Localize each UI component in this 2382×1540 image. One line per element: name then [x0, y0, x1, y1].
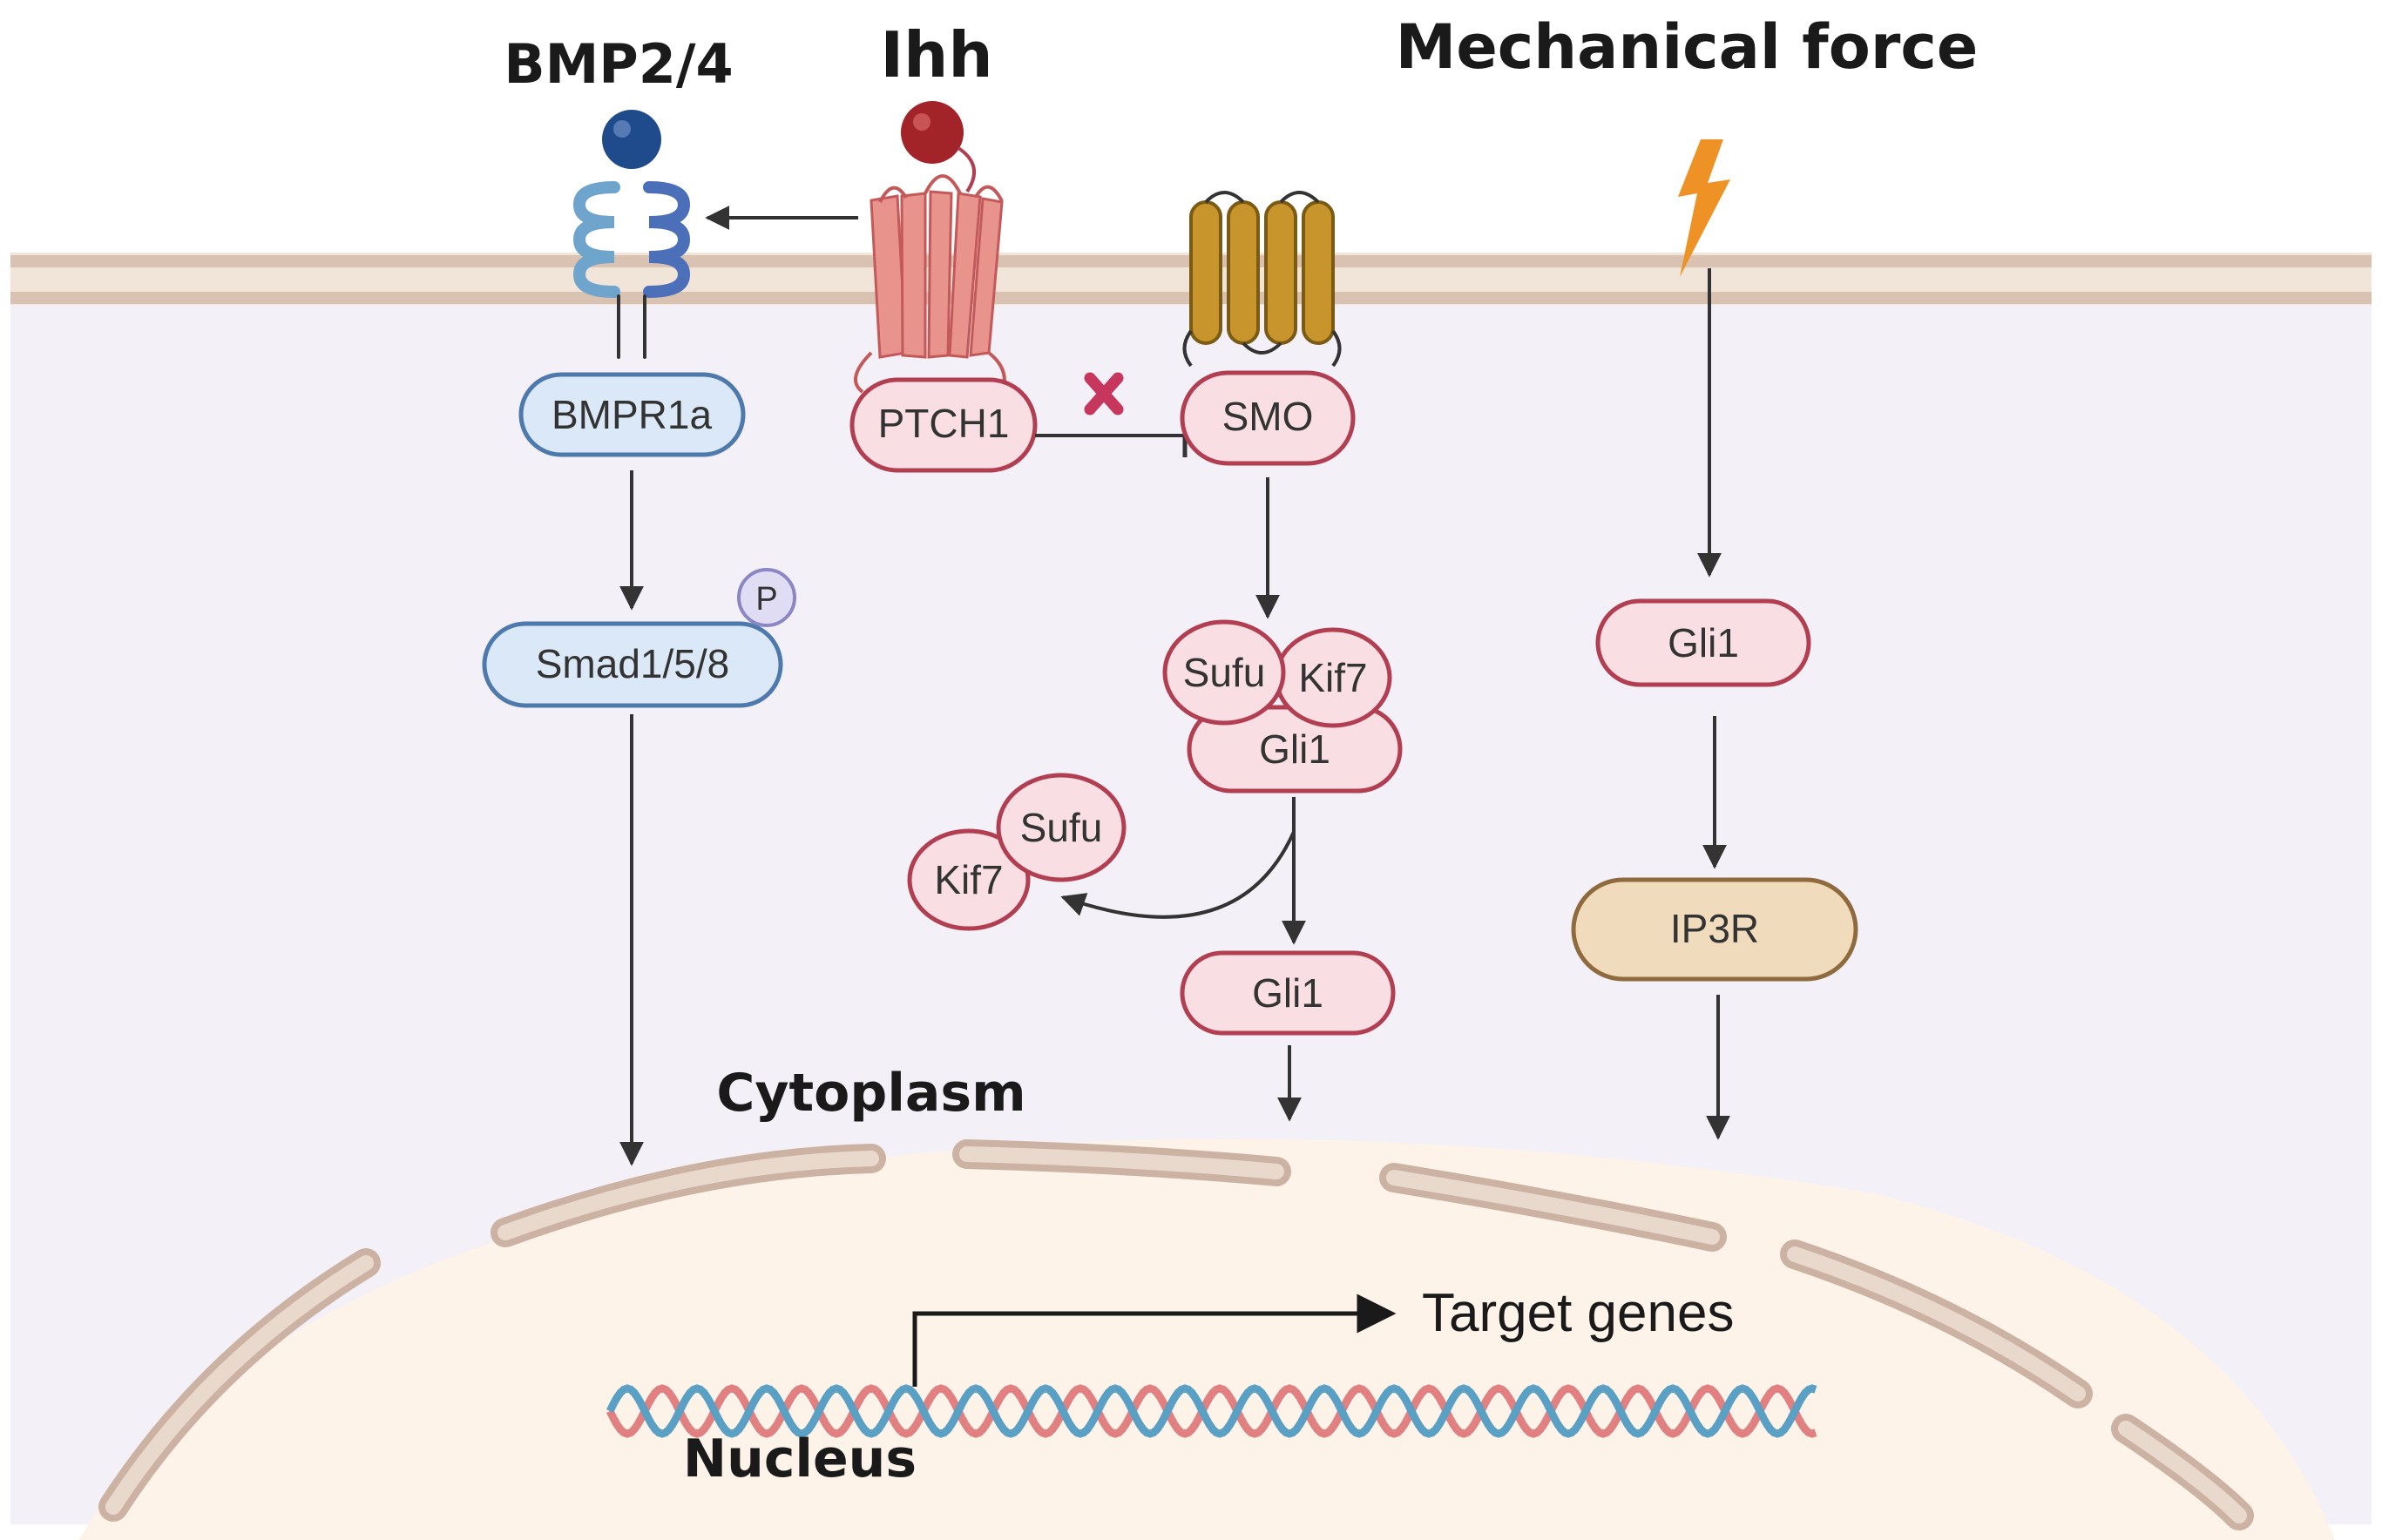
kif7-complex-label: Kif7 [1298, 655, 1367, 700]
smo-node: SMO [1180, 370, 1356, 466]
phospho-label: P [755, 581, 777, 618]
ihh-ligand-ball-icon [901, 101, 976, 193]
ihh-ligand-label: Ihh [880, 18, 992, 91]
smad-node: Smad1/5/8 [482, 621, 783, 708]
gli1-active-label: Gli1 [1252, 970, 1323, 1016]
target-genes-label: Target genes [1422, 1283, 1734, 1343]
bmp-receptor-icon [572, 181, 691, 359]
transcription-arrow [912, 1293, 1397, 1387]
x-mark-icon [1084, 372, 1124, 415]
lightning-bolt-icon [1678, 139, 1730, 277]
smad-label: Smad1/5/8 [536, 641, 729, 686]
bmp-ligand-ball-icon [602, 110, 661, 169]
nucleus [78, 1138, 2335, 1540]
gli1-active-node: Gli1 [1180, 950, 1396, 1036]
gli1-mech-node: Gli1 [1595, 598, 1811, 687]
bmpr1a-label: BMPR1a [552, 392, 712, 437]
gli1-complex-label: Gli1 [1259, 726, 1330, 772]
phospho-badge: P [737, 568, 796, 627]
released-sufu-kif7: Kif7 Sufu [907, 773, 1127, 931]
cytoplasm-label: Cytoplasm [716, 1063, 1025, 1124]
gli1-mech-label: Gli1 [1668, 620, 1739, 665]
sufu-complex-label: Sufu [1183, 650, 1266, 695]
bmp-ligand-label: BMP2/4 [504, 32, 733, 96]
nucleus-label: Nucleus [683, 1429, 917, 1489]
kif7-released-node [907, 828, 1031, 931]
bmpr1a-node: BMPR1a [518, 372, 746, 457]
sufu-released-node [996, 773, 1127, 882]
ptch1-node: PTCH1 [849, 377, 1038, 473]
ptch1-label: PTCH1 [878, 401, 1010, 446]
kif7-released-label: Kif7 [934, 857, 1003, 902]
dna-helix-icon [606, 1384, 1817, 1438]
ip3r-label: IP3R [1670, 906, 1759, 951]
smo-label: SMO [1222, 394, 1314, 439]
ip3r-node: IP3R [1571, 877, 1858, 982]
release-curved-arrow [1060, 831, 1296, 919]
mechanical-force-label: Mechanical force [1396, 11, 1979, 83]
ptch1-receptor-icon [854, 174, 1006, 394]
sufu-kif7-gli1-complex: Gli1 Kif7 Sufu [1162, 619, 1403, 794]
sufu-released-label: Sufu [1020, 805, 1103, 850]
smo-receptor-icon [1182, 191, 1342, 368]
sufu-complex-node [1162, 619, 1286, 726]
nuclear-envelope-inner [105, 1146, 2247, 1523]
